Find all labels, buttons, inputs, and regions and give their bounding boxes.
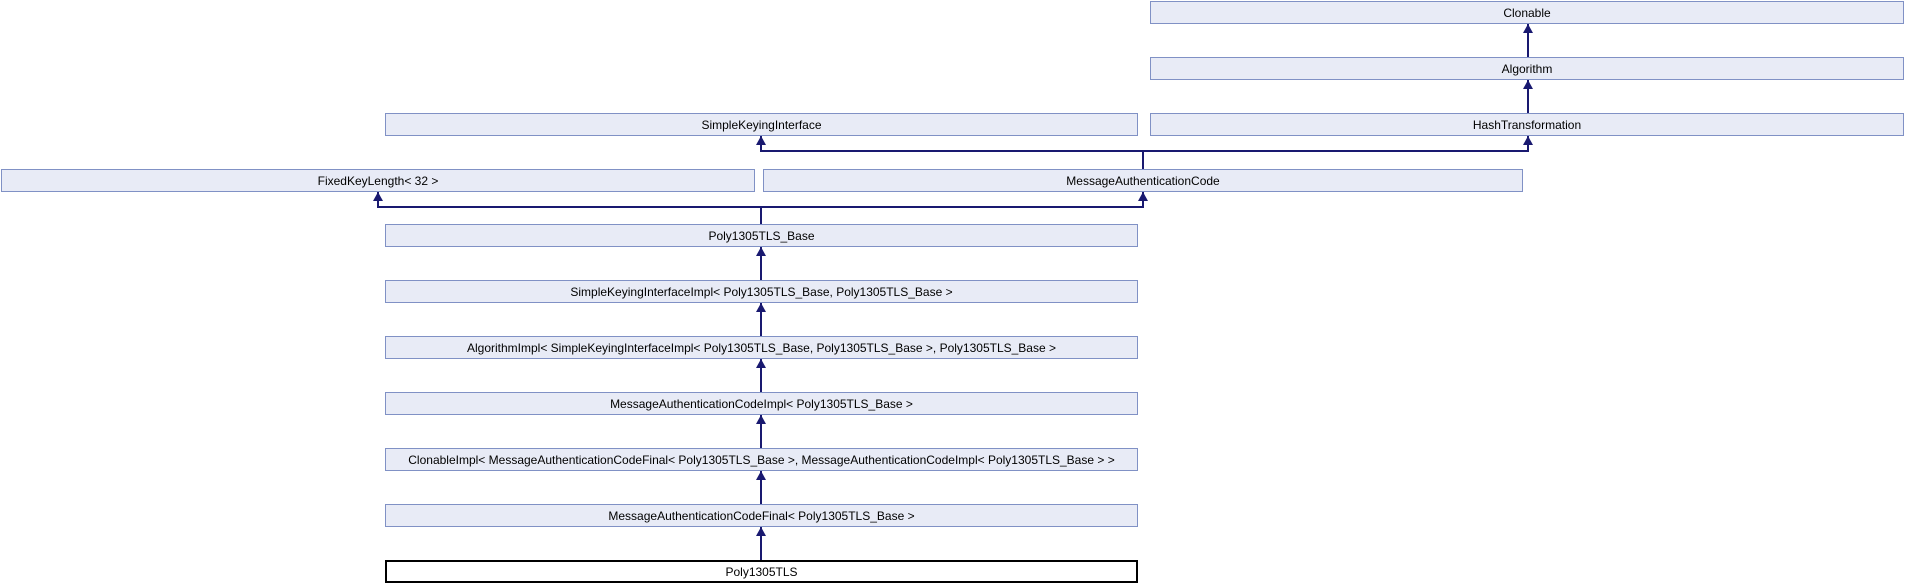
inheritance-edge-line — [760, 359, 762, 392]
class-node-message-authentication-code-final[interactable]: MessageAuthenticationCodeFinal< Poly1305… — [385, 504, 1138, 527]
arrowhead-up-icon — [756, 136, 766, 145]
arrowhead-up-icon — [1523, 24, 1533, 33]
class-node-clonable-impl[interactable]: ClonableImpl< MessageAuthenticationCodeF… — [385, 448, 1138, 471]
arrowhead-up-icon — [756, 527, 766, 536]
class-node-label: AlgorithmImpl< SimpleKeyingInterfaceImpl… — [466, 340, 1056, 355]
class-node-simple-keying-interface[interactable]: SimpleKeyingInterface — [385, 113, 1138, 136]
inheritance-edge-line — [760, 207, 762, 224]
inheritance-edge-line — [760, 471, 762, 504]
class-node-label: Poly1305TLS_Base — [708, 228, 815, 243]
class-node-label: Poly1305TLS — [725, 564, 798, 579]
inheritance-edge-line — [760, 415, 762, 448]
class-node-poly1305tls: Poly1305TLS — [385, 560, 1138, 583]
class-node-label: MessageAuthenticationCode — [1066, 173, 1220, 188]
class-node-algorithm-impl[interactable]: AlgorithmImpl< SimpleKeyingInterfaceImpl… — [385, 336, 1138, 359]
inheritance-edge-line — [1527, 80, 1529, 113]
arrowhead-up-icon — [756, 415, 766, 424]
arrowhead-up-icon — [1138, 192, 1148, 201]
class-node-label: SimpleKeyingInterface — [701, 117, 822, 132]
class-node-label: Clonable — [1503, 5, 1551, 20]
class-node-poly1305tls-base[interactable]: Poly1305TLS_Base — [385, 224, 1138, 247]
class-node-message-authentication-code[interactable]: MessageAuthenticationCode — [763, 169, 1523, 192]
arrowhead-up-icon — [756, 359, 766, 368]
class-node-simple-keying-interface-impl[interactable]: SimpleKeyingInterfaceImpl< Poly1305TLS_B… — [385, 280, 1138, 303]
inheritance-edge-line — [1142, 151, 1144, 169]
arrowhead-up-icon — [756, 247, 766, 256]
class-node-algorithm[interactable]: Algorithm — [1150, 57, 1904, 80]
class-node-label: Algorithm — [1501, 61, 1553, 76]
inheritance-edge-line — [760, 303, 762, 336]
class-node-label: HashTransformation — [1472, 117, 1582, 132]
inheritance-edge-line — [1527, 24, 1529, 57]
arrowhead-up-icon — [756, 303, 766, 312]
class-node-fixed-key-length-32[interactable]: FixedKeyLength< 32 > — [1, 169, 755, 192]
inheritance-edge-line — [760, 527, 762, 560]
class-node-clonable[interactable]: Clonable — [1150, 1, 1904, 24]
inheritance-edge-line — [760, 247, 762, 280]
class-node-label: FixedKeyLength< 32 > — [317, 173, 439, 188]
arrowhead-up-icon — [1523, 136, 1533, 145]
class-node-label: MessageAuthenticationCodeImpl< Poly1305T… — [610, 396, 913, 411]
inheritance-edge-line — [760, 150, 1529, 152]
class-node-hash-transformation[interactable]: HashTransformation — [1150, 113, 1904, 136]
arrowhead-up-icon — [1523, 80, 1533, 89]
arrowhead-up-icon — [373, 192, 383, 201]
class-node-label: ClonableImpl< MessageAuthenticationCodeF… — [408, 452, 1115, 467]
arrowhead-up-icon — [756, 471, 766, 480]
class-node-message-authentication-code-impl[interactable]: MessageAuthenticationCodeImpl< Poly1305T… — [385, 392, 1138, 415]
class-node-label: SimpleKeyingInterfaceImpl< Poly1305TLS_B… — [570, 284, 953, 299]
class-node-label: MessageAuthenticationCodeFinal< Poly1305… — [608, 508, 915, 523]
